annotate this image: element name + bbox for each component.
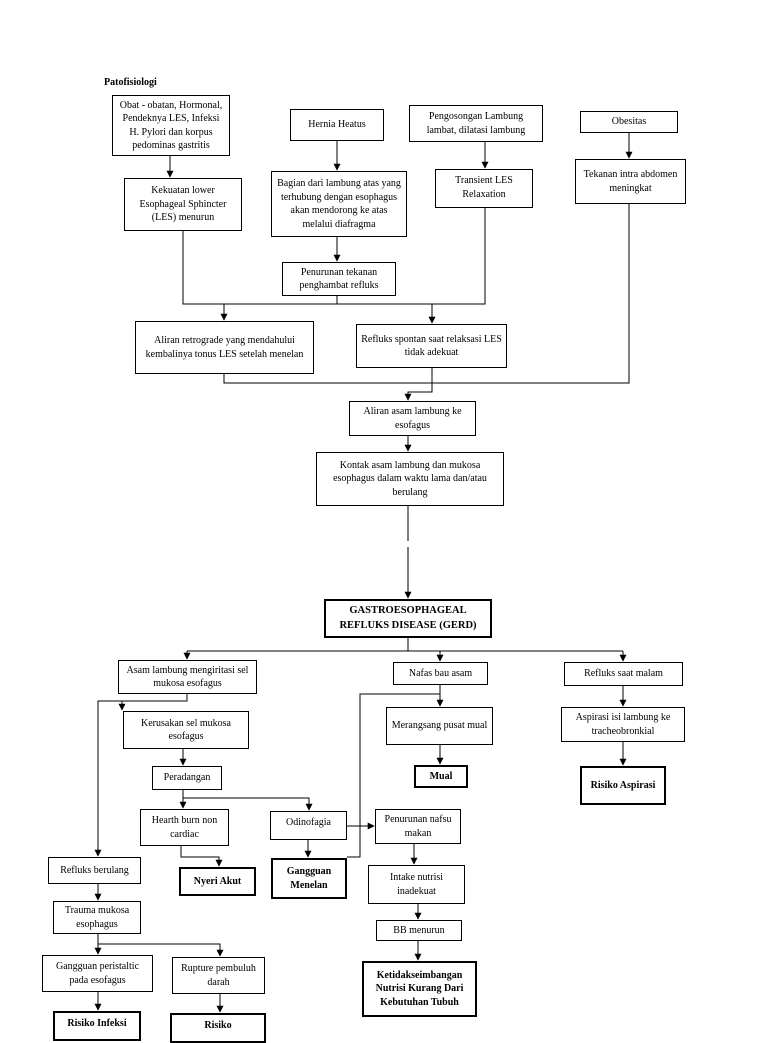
node-mual: Mual bbox=[414, 765, 468, 788]
node-gerd: GASTROESOPHAGEAL REFLUKS DISEASE (GERD) bbox=[324, 599, 492, 638]
node-ketidakseimbangan: Ketidakseimbangan Nutrisi Kurang Dari Ke… bbox=[362, 961, 477, 1017]
node-obesitas: Obesitas bbox=[580, 111, 678, 133]
node-odinofagia: Odinofagia bbox=[270, 811, 347, 840]
node-kerusakan-sel: Kerusakan sel mukosa esofagus bbox=[123, 711, 249, 749]
node-tekanan-intra: Tekanan intra abdomen meningkat bbox=[575, 159, 686, 204]
node-peradangan: Peradangan bbox=[152, 766, 222, 790]
connector bbox=[94, 694, 188, 857]
node-kontak-asam: Kontak asam lambung dan mukosa esophagus… bbox=[316, 452, 504, 506]
node-nafas-bau-asam: Nafas bau asam bbox=[393, 662, 488, 685]
connector bbox=[347, 685, 441, 858]
node-refluks-malam: Refluks saat malam bbox=[564, 662, 683, 686]
node-rupture: Rupture pembuluh darah bbox=[172, 957, 265, 994]
node-hearth-burn: Hearth burn non cardiac bbox=[140, 809, 229, 846]
node-bagian-lambung: Bagian dari lambung atas yang terhubung … bbox=[271, 171, 407, 237]
node-penurunan-tekanan: Penurunan tekanan penghambat refluks bbox=[282, 262, 396, 296]
node-aspirasi-isi: Aspirasi isi lambung ke tracheobronkial bbox=[561, 707, 685, 742]
node-kekuatan-les: Kekuatan lower Esophageal Sphincter (LES… bbox=[124, 178, 242, 231]
connector bbox=[97, 934, 224, 957]
connector bbox=[223, 204, 630, 384]
node-trauma-mukosa: Trauma mukosa esophagus bbox=[53, 901, 141, 934]
connector bbox=[404, 368, 433, 401]
node-intake-nutrisi: Intake nutrisi inadekuat bbox=[368, 865, 465, 904]
node-asam-iritasi: Asam lambung mengiritasi sel mukosa esof… bbox=[118, 660, 257, 694]
node-aliran-asam: Aliran asam lambung ke esofagus bbox=[349, 401, 476, 436]
node-merangsang-mual: Merangsang pusat mual bbox=[386, 707, 493, 745]
node-aliran-retrograde: Aliran retrograde yang mendahului kembal… bbox=[135, 321, 314, 374]
connector bbox=[180, 846, 223, 867]
node-pengosongan: Pengosongan Lambung lambat, dilatasi lam… bbox=[409, 105, 543, 142]
node-risiko: Risiko bbox=[170, 1013, 266, 1043]
connector bbox=[183, 797, 313, 811]
node-hernia-heatus: Hernia Heatus bbox=[290, 109, 384, 141]
node-refluks-berulang: Refluks berulang bbox=[48, 857, 141, 884]
connector bbox=[182, 208, 486, 305]
node-risiko-infeksi: Risiko Infeksi bbox=[53, 1011, 141, 1041]
node-obat: Obat - obatan, Hormonal, Pendeknya LES, … bbox=[112, 95, 230, 156]
node-bb-menurun: BB menurun bbox=[376, 920, 462, 941]
node-gangguan-peristaltic: Gangguan peristaltic pada esofagus bbox=[42, 955, 153, 992]
node-gangguan-menelan: Gangguan Menelan bbox=[271, 858, 347, 899]
node-nyeri-akut: Nyeri Akut bbox=[179, 867, 256, 896]
node-transient-les: Transient LES Relaxation bbox=[435, 169, 533, 208]
node-risiko-aspirasi: Risiko Aspirasi bbox=[580, 766, 666, 805]
diagram-heading: Patofisiologi bbox=[104, 77, 157, 88]
node-penurunan-nafsu: Penurunan nafsu makan bbox=[375, 809, 461, 844]
node-refluks-spontan: Refluks spontan saat relaksasi LES tidak… bbox=[356, 324, 507, 368]
